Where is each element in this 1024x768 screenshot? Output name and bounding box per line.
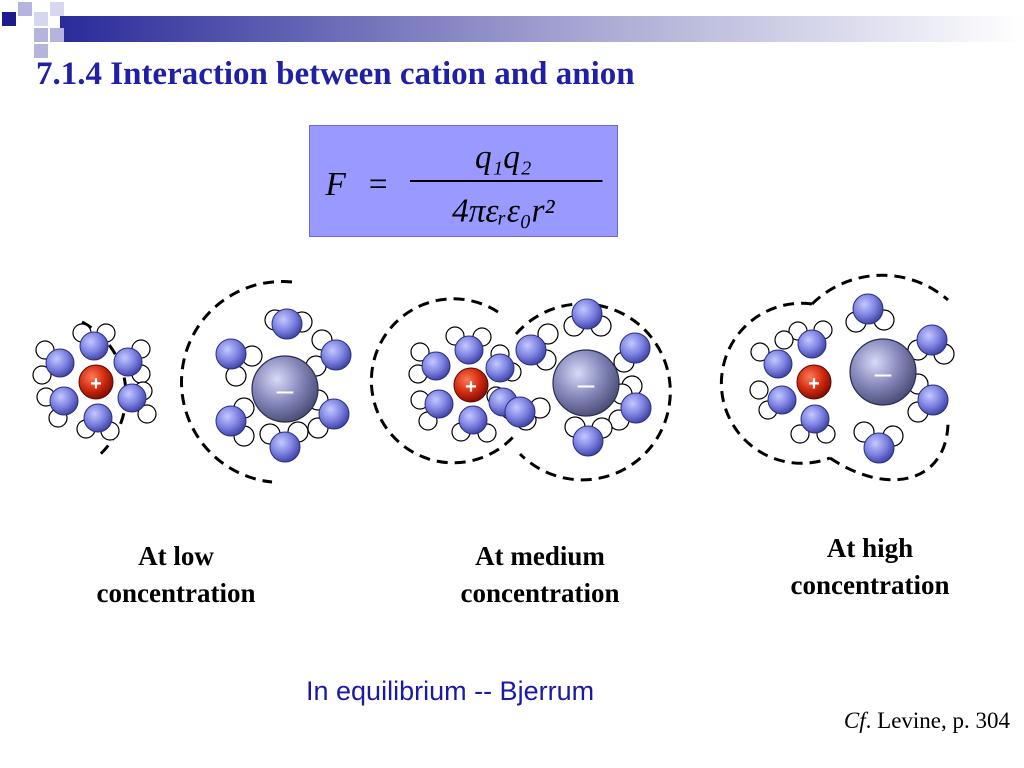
cation-sign: + [465, 376, 477, 398]
formula-equals: = [369, 166, 388, 203]
header-gradient-bar [2, 2, 1024, 58]
panel-high-concentration: + – [719, 273, 955, 482]
label-high-concentration: At high concentration [750, 530, 990, 604]
label-line: At low [138, 541, 214, 571]
anion-sign: – [875, 357, 892, 390]
cation-solvation-shell [369, 297, 516, 465]
cation-solvation-shell [719, 301, 831, 465]
anion: – [552, 349, 620, 417]
slide-title: 7.1.4 Interaction between cation and ani… [36, 56, 635, 92]
coulomb-formula: F = q₁q₂ 4πεᵣε₀r² [325, 139, 603, 229]
label-line: concentration [460, 578, 620, 608]
anion-solvation-shell-bottom [829, 417, 950, 482]
anion-hydration-sphere [845, 293, 955, 464]
formula-numerator: q₁q₂ [475, 139, 532, 176]
cation: + [453, 367, 489, 403]
cation-sign: + [808, 373, 820, 395]
cation: + [796, 364, 832, 400]
cation-hydration-sphere [749, 320, 836, 444]
anion: – [849, 338, 917, 406]
reference-cf: Cf [843, 708, 866, 733]
panel-low-concentration: + – [32, 280, 352, 484]
cation-sign: + [90, 373, 102, 395]
reference-note: Cf. Levine, p. 304 [844, 708, 1010, 734]
label-low-concentration: At low concentration [56, 538, 296, 612]
anion-sign: – [578, 368, 595, 401]
label-line: concentration [790, 570, 950, 600]
label-line: concentration [96, 578, 256, 608]
anion-solvation-shell [514, 302, 672, 482]
reference-text: . Levine, p. 304 [865, 708, 1010, 733]
anion-sign: – [277, 374, 294, 407]
cation: + [78, 364, 114, 400]
panel-medium-concentration: + – [369, 297, 672, 482]
coulomb-formula-box: F = q₁q₂ 4πεᵣε₀r² [309, 125, 618, 237]
label-medium-concentration: At medium concentration [420, 538, 660, 612]
formula-denominator: 4πεᵣε₀r² [452, 192, 556, 229]
anion-hydration-sphere [504, 298, 652, 457]
anion-hydration-sphere [215, 308, 352, 463]
anion-solvation-shell-top [810, 273, 949, 306]
anion: – [251, 355, 319, 423]
label-line: At high [826, 533, 914, 563]
bjerrum-caption: In equilibrium -- Bjerrum [306, 676, 595, 706]
cation-hydration-sphere [32, 323, 157, 441]
formula-lhs: F [325, 166, 347, 203]
label-line: At medium [475, 541, 605, 571]
